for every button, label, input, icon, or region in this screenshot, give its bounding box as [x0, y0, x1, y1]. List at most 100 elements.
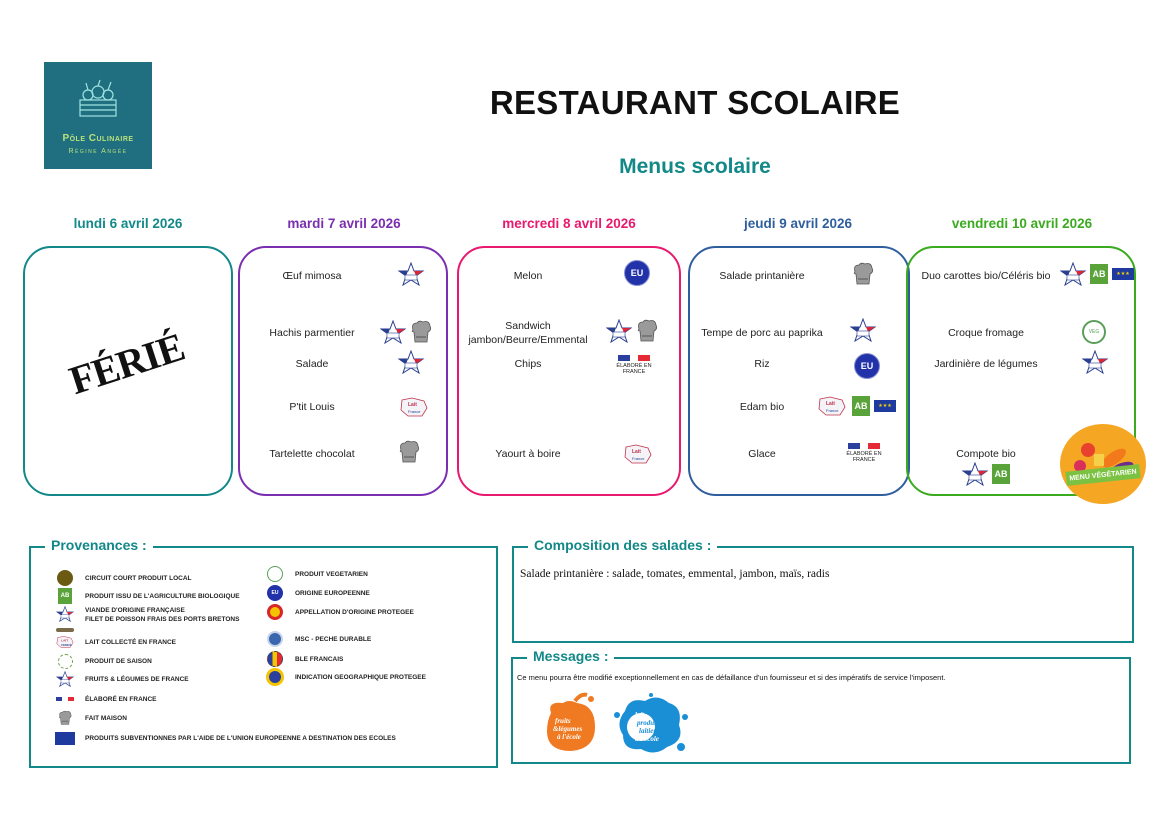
fruits-legumes-france-icon	[1082, 350, 1108, 374]
dish-tempe-de-porc: Tempe de porc au paprika	[701, 327, 823, 339]
dish-ptit-louis: P'tit Louis	[289, 401, 335, 413]
poisson-bretons-icon	[55, 622, 75, 638]
agriculture-bio-icon: AB	[1090, 264, 1108, 284]
page-subtitle: Menus scolaire	[619, 155, 771, 178]
svg-text:laitiers: laitiers	[639, 727, 659, 735]
composition-text: Salade printanière : salade, tomates, em…	[520, 568, 830, 580]
elabore-en-france-icon: ÉLABORÉ EN FRANCE	[844, 443, 884, 467]
lait-france-icon	[55, 634, 75, 650]
legend-msc: MSC - PECHE DURABLE	[265, 631, 371, 647]
fruits-legumes-ecole-logo: fruits &légumes à l'école	[547, 692, 595, 751]
legend-produit-saison: PRODUIT DE SAISON	[55, 653, 152, 669]
logo-line1: Pôle Culinaire	[62, 133, 134, 144]
legend-agriculture-bio: AB PRODUIT ISSU DE L'AGRICULTURE BIOLOGI…	[55, 588, 240, 604]
dish-riz: Riz	[754, 358, 770, 370]
viande-francaise-icon	[850, 318, 876, 342]
pole-culinaire-logo: Pôle Culinaire Régine Angée	[44, 62, 152, 169]
dish-yaourt-a-boire: Yaourt à boire	[495, 448, 561, 460]
dish-melon: Melon	[513, 270, 543, 282]
page-title: RESTAURANT SCOLAIRE	[489, 84, 901, 121]
legend-aide-ue: PRODUITS SUBVENTIONNES PAR L'AIDE DE L'U…	[55, 730, 396, 746]
vegetable-crate-icon	[79, 79, 117, 117]
ble-francais-icon	[265, 651, 285, 667]
aop-icon	[265, 604, 285, 620]
agriculture-bio-icon: AB	[55, 588, 75, 604]
logo-line2: Régine Angée	[68, 148, 128, 155]
lait-france-icon	[398, 396, 430, 418]
dish-oeuf-mimosa: Œuf mimosa	[282, 270, 342, 282]
produit-vegetarien-icon: VEG	[1082, 320, 1106, 344]
messages-text: Ce menu pourra être modifié exceptionnel…	[517, 673, 946, 682]
composition-title: Composition des salades :	[528, 537, 718, 553]
legend-igp: INDICATION GEOGRAPHIQUE PROTEGEE	[265, 668, 426, 686]
eu-flag-icon: ★★★	[874, 400, 896, 412]
legend-fait-maison: FAIT MAISON	[55, 710, 127, 726]
legend-fruits-legumes: FRUITS & LÉGUMES DE FRANCE	[55, 671, 189, 687]
day-box-wednesday	[457, 246, 681, 496]
fait-maison-icon	[55, 710, 75, 726]
provenances-panel: Provenances : CIRCUIT COURT PRODUIT LOCA…	[29, 537, 498, 768]
origine-europeenne-icon: EU	[624, 260, 650, 286]
fruits-legumes-france-icon	[55, 671, 75, 687]
produit-vegetarien-icon	[265, 566, 285, 582]
fruits-legumes-france-icon	[398, 350, 424, 374]
day-box-monday	[23, 246, 233, 496]
viande-francaise-icon	[55, 606, 75, 622]
viande-francaise-icon	[606, 319, 632, 343]
fait-maison-icon	[852, 262, 874, 286]
svg-text:fruits: fruits	[555, 717, 571, 725]
fruits-legumes-france-icon	[1060, 262, 1086, 286]
day-header-thursday: jeudi 9 avril 2026	[743, 216, 853, 231]
dish-hachis-parmentier: Hachis parmentier	[269, 327, 355, 339]
svg-text:&légumes: &légumes	[553, 725, 582, 733]
messages-panel: Messages : Ce menu pourra être modifié e…	[511, 648, 1131, 764]
dish-duo-carottes-celeris: Duo carottes bio/Céléris bio	[921, 270, 1051, 282]
day-box-friday	[906, 246, 1136, 496]
igp-icon	[265, 668, 285, 686]
fait-maison-icon	[636, 319, 658, 343]
dish-compote-bio: Compote bio	[956, 448, 1016, 460]
dish-glace: Glace	[748, 448, 776, 460]
messages-title: Messages :	[527, 648, 615, 664]
day-header-wednesday: mercredi 8 avril 2026	[502, 216, 636, 231]
dish-chips: Chips	[514, 358, 542, 370]
dish-tartelette-chocolat: Tartelette chocolat	[269, 448, 355, 460]
fait-maison-icon	[398, 440, 420, 464]
dish-croque-fromage: Croque fromage	[948, 327, 1024, 339]
dish-edam-bio: Edam bio	[739, 401, 785, 413]
viande-francaise-icon	[380, 320, 406, 344]
msc-icon	[265, 631, 285, 647]
legend-viande-poisson: VIANDE D'ORIGINE FRANÇAISE FILET DE POIS…	[55, 606, 239, 624]
day-box-thursday	[688, 246, 910, 496]
day-box-tuesday	[238, 246, 448, 496]
dish-salade: Salade	[295, 358, 329, 370]
eu-flag-icon: ★★★	[1112, 268, 1134, 280]
composition-panel: Composition des salades : Salade printan…	[512, 537, 1134, 643]
lait-france-icon	[816, 395, 848, 417]
lait-france-icon	[622, 443, 654, 465]
svg-text:produits: produits	[636, 719, 661, 727]
elabore-en-france-icon	[55, 691, 75, 707]
day-header-monday: lundi 6 avril 2026	[73, 216, 183, 231]
legend-ble-francais: BLE FRANCAIS	[265, 651, 343, 667]
legend-lait-france: LAIT COLLECTÉ EN FRANCE	[55, 634, 176, 650]
fait-maison-icon	[410, 320, 432, 344]
origine-europeenne-icon: EU	[265, 585, 285, 601]
agriculture-bio-icon: AB	[992, 464, 1010, 484]
svg-text:à l'école: à l'école	[635, 735, 659, 743]
oeufs-de-france-icon	[398, 262, 424, 286]
fruits-legumes-france-icon	[962, 462, 988, 486]
eu-flag-icon	[55, 730, 75, 746]
provenances-title: Provenances :	[45, 537, 153, 553]
legend-poisson-icon-row	[55, 622, 85, 638]
produit-saison-icon	[55, 653, 75, 669]
lait-produits-laitiers-ecole-logo: lait produits laitiers à l'école	[614, 693, 688, 753]
agriculture-bio-icon: AB	[852, 396, 870, 416]
legend-origine-europeenne: EU ORIGINE EUROPEENNE	[265, 585, 370, 601]
menu-vegetarien-badge: MENU VÉGÉTARIEN	[1060, 424, 1146, 504]
circuit-court-icon	[55, 570, 75, 586]
dish-sandwich: Sandwich jambon/Beurre/Emmental	[468, 320, 588, 346]
svg-text:à l'école: à l'école	[557, 733, 581, 741]
legend-produit-vegetarien: PRODUIT VEGETARIEN	[265, 566, 368, 582]
day-header-tuesday: mardi 7 avril 2026	[287, 216, 401, 231]
